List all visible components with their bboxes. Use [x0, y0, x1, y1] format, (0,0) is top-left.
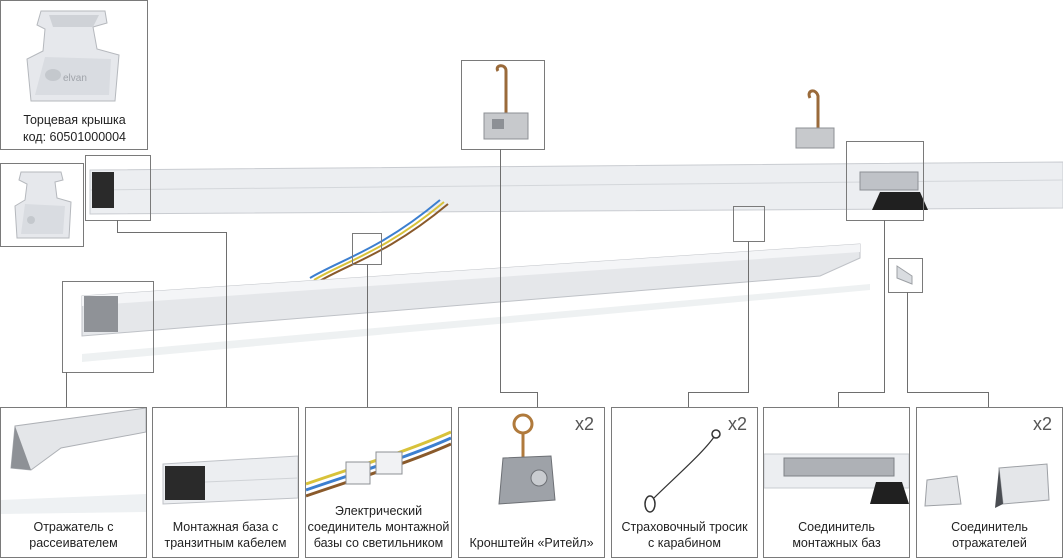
leader-line [838, 392, 885, 393]
base-joiner-installed [859, 171, 928, 210]
leader-line [884, 220, 885, 393]
safety-cable-qty: x2 [727, 414, 747, 434]
leader-line [907, 392, 988, 393]
callout-reflector-joiner [888, 258, 923, 293]
panel-reflector: Отражатель с рассеивателем [0, 407, 147, 558]
leader-line [838, 392, 839, 407]
leader-line [66, 372, 67, 407]
reflector-joiner-label-2: отражателей [952, 536, 1027, 550]
callout-reflector-end [62, 281, 154, 373]
panel-safety-cable: x2 Страховочный тросик с карабином [611, 407, 758, 558]
leader-line [117, 220, 118, 233]
assembly-illustration [81, 89, 1063, 362]
leader-line [748, 241, 749, 393]
mounting-base-illustration [162, 455, 298, 505]
leader-line [537, 392, 538, 407]
callout-safety-cable [733, 206, 765, 242]
reflector-joiner-label-1: Соединитель [951, 520, 1028, 534]
end-cap-code: код: 60501000004 [23, 130, 126, 144]
base-joiner-label-2: монтажных баз [792, 536, 881, 550]
leader-line [226, 232, 227, 407]
leader-line [117, 232, 227, 233]
panel-reflector-joiner: x2 Соединитель отражателей [916, 407, 1063, 558]
callout-bracket [461, 60, 545, 150]
end-cap-name: Торцевая крышка [23, 113, 126, 127]
connector-label-3: базы со светильником [313, 536, 444, 550]
connector-illustration [306, 430, 451, 498]
leader-line [688, 392, 689, 407]
callout-connector [352, 233, 382, 265]
leader-line [907, 292, 908, 393]
connector-label-1: Электрический [334, 504, 423, 518]
panel-bracket: x2 Кронштейн «Ритейл» [458, 407, 605, 558]
bracket-illustration [498, 413, 556, 505]
base-joiner-label-1: Соединитель [798, 520, 875, 534]
connector-label-2: соединитель монтажной [307, 520, 450, 534]
mounting-base-label-1: Монтажная база с [172, 520, 279, 534]
end-cap-small-illustration [14, 171, 72, 239]
leader-line [500, 392, 538, 393]
callout-base-end [85, 155, 151, 221]
leader-line [988, 392, 989, 407]
panel-connector: Электрический соединитель монтажной базы… [305, 407, 452, 558]
end-cap-box: elvan Торцевая крышка код: 60501000004 [0, 0, 148, 150]
retail-bracket-hanging [795, 89, 835, 149]
leader-line [367, 264, 368, 407]
reflector-joiner-qty: x2 [1032, 414, 1052, 434]
bracket-label: Кронштейн «Ритейл» [469, 536, 594, 550]
reflector-joiner-illustration [924, 463, 1050, 508]
base-joiner-illustration [764, 453, 909, 504]
reflector-label-2: рассеивателем [29, 536, 118, 550]
end-cap-small-box [0, 163, 84, 247]
svg-text:elvan: elvan [63, 73, 87, 84]
safety-cable-label-2: с карабином [648, 536, 721, 550]
mounting-base-label-2: транзитным кабелем [164, 536, 287, 550]
mounting-base-profile [89, 161, 1063, 215]
diffuser-profile [82, 284, 870, 362]
leader-line [688, 392, 749, 393]
transit-cable [309, 199, 441, 279]
safety-cable-label-1: Страховочный тросик [621, 520, 748, 534]
reflector-label-1: Отражатель с [33, 520, 114, 534]
panel-base-joiner: Соединитель монтажных баз [763, 407, 910, 558]
end-cap-label: Торцевая крышка код: 60501000004 [1, 112, 148, 146]
bracket-qty: x2 [574, 414, 594, 434]
bracket-callout-illustration [483, 64, 529, 140]
reflector-illustration [1, 408, 146, 514]
callout-joiner [846, 141, 924, 221]
end-cap-illustration: elvan [26, 10, 120, 102]
reflector-joiner-installed [896, 265, 913, 285]
panel-mounting-base: Монтажная база с транзитным кабелем [152, 407, 299, 558]
safety-cable-illustration [644, 429, 721, 513]
leader-line [500, 149, 501, 393]
